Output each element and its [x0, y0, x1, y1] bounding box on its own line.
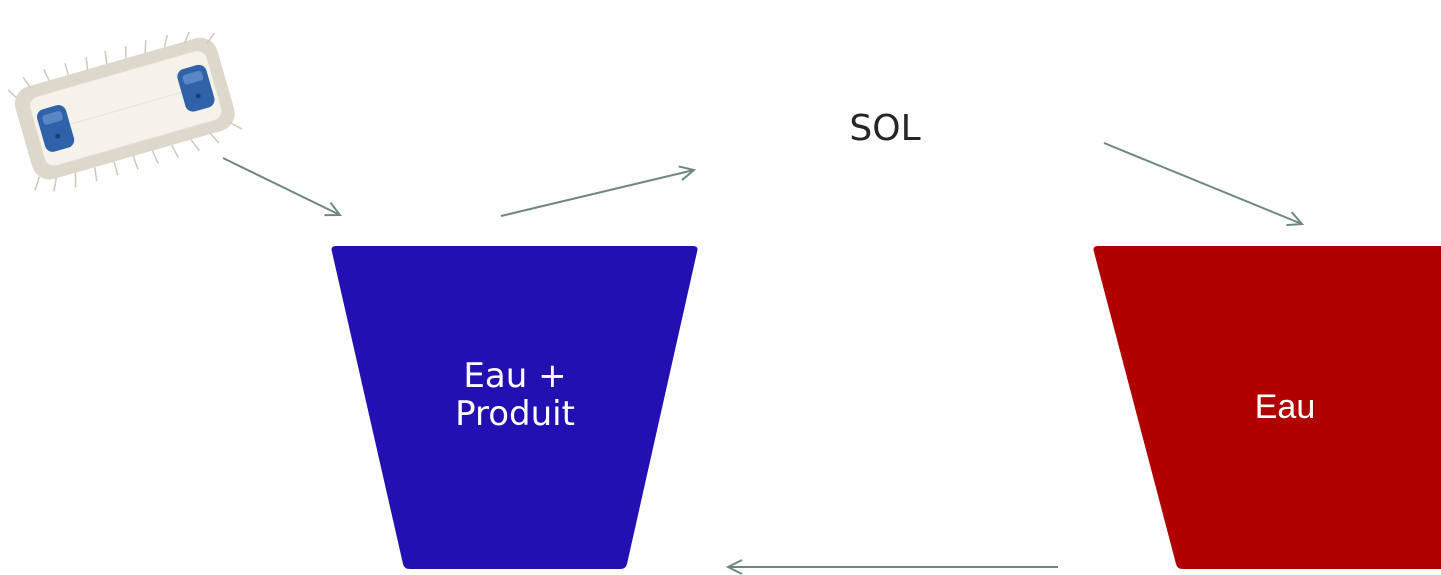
label-line-2: Produit — [455, 394, 575, 435]
node-label-sol: SOL — [849, 108, 921, 149]
arrow-mop-to-bucket — [222, 157, 343, 217]
arrow-sol-to-red-bucket — [1103, 142, 1305, 227]
bucket-eau-produit — [331, 246, 698, 569]
label-line-1: Eau + — [463, 356, 567, 396]
mop-clip-right — [177, 64, 215, 112]
bucket-eau — [1093, 246, 1441, 569]
mop-clip-left — [37, 105, 75, 152]
node-label-eau: Eau — [1254, 388, 1316, 426]
arrow-bucket-to-sol — [500, 165, 697, 217]
mop-head-icon — [7, 31, 243, 192]
node-label-eau-produit: Eau + Produit — [395, 357, 635, 433]
